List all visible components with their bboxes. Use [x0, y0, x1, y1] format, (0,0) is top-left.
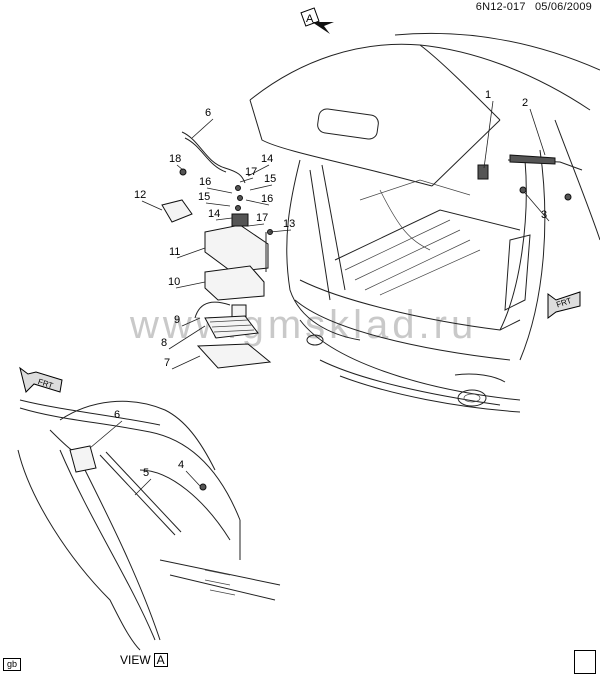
svg-text:A: A — [306, 13, 314, 25]
callout-label: 15 — [198, 191, 210, 203]
callout-label: 17 — [245, 166, 257, 178]
callout-leader-line — [134, 478, 152, 496]
callout-label: 13 — [283, 218, 295, 230]
callout-label: 4 — [178, 459, 184, 471]
callout-label: 3 — [541, 209, 547, 221]
callout-label: 11 — [169, 246, 180, 258]
callout-label: 16 — [199, 176, 211, 188]
callout-leader-line — [215, 217, 233, 221]
callout-leader-line — [249, 184, 273, 191]
callout-label: 5 — [143, 467, 149, 479]
diagram-code: 6N12-017 — [475, 1, 526, 13]
callout-leader-line — [176, 247, 206, 259]
callout-leader-line — [206, 187, 233, 194]
callout-label: 16 — [261, 193, 273, 205]
callout-label: 6 — [114, 409, 120, 421]
callout-label: 10 — [168, 276, 180, 288]
callout-label: 14 — [208, 208, 220, 220]
lamp-assembly-exploded — [161, 131, 273, 369]
callout-leader-line — [176, 164, 184, 171]
callout-leader-line — [191, 118, 214, 139]
callout-leader-line — [141, 200, 163, 211]
callout-leader-line — [529, 108, 546, 156]
callout-label: 9 — [174, 314, 180, 326]
callout-leader-line — [171, 355, 201, 370]
callout-label: 6 — [205, 107, 211, 119]
diagram-header: 6N12-017 05/06/2009 — [470, 1, 592, 13]
callout-leader-line — [245, 199, 270, 206]
watermark: www.gmsklad.ru — [129, 303, 477, 347]
callout-label: 2 — [522, 97, 528, 109]
callout-label: 17 — [256, 212, 268, 224]
callout-label: 15 — [264, 173, 276, 185]
callout-leader-line — [185, 470, 201, 487]
view-a-arrow: A — [300, 7, 334, 34]
brand-logo-icon — [574, 650, 596, 674]
callout-leader-line — [181, 317, 201, 327]
callout-leader-line — [175, 281, 206, 289]
diagram-date: 05/06/2009 — [534, 1, 592, 13]
frt-arrow-left: FRT — [19, 366, 63, 393]
callout-leader-line — [239, 177, 254, 183]
callout-leader-line — [205, 202, 231, 207]
callout-label: 14 — [261, 153, 273, 165]
frt-arrow-right: FRT — [547, 291, 581, 319]
vehicle-rear-illustration — [249, 32, 600, 413]
callout-label: 1 — [485, 89, 491, 101]
callout-label: 7 — [164, 357, 170, 369]
callout-leader-line — [269, 229, 292, 233]
callout-label: 8 — [161, 337, 167, 349]
view-letter: A — [153, 653, 168, 667]
corner-code: gb — [3, 658, 22, 671]
callout-leader-line — [247, 164, 270, 177]
callout-label: 18 — [169, 153, 181, 165]
callout-leader-line — [483, 100, 494, 169]
callout-leader-line — [89, 420, 123, 449]
callout-leader-line — [168, 325, 206, 350]
callout-leader-line — [247, 223, 265, 227]
callout-label: 12 — [134, 189, 146, 201]
view-label: VIEW — [120, 653, 151, 667]
callout-leader-line — [524, 192, 550, 222]
view-a-inset-illustration — [17, 399, 281, 651]
